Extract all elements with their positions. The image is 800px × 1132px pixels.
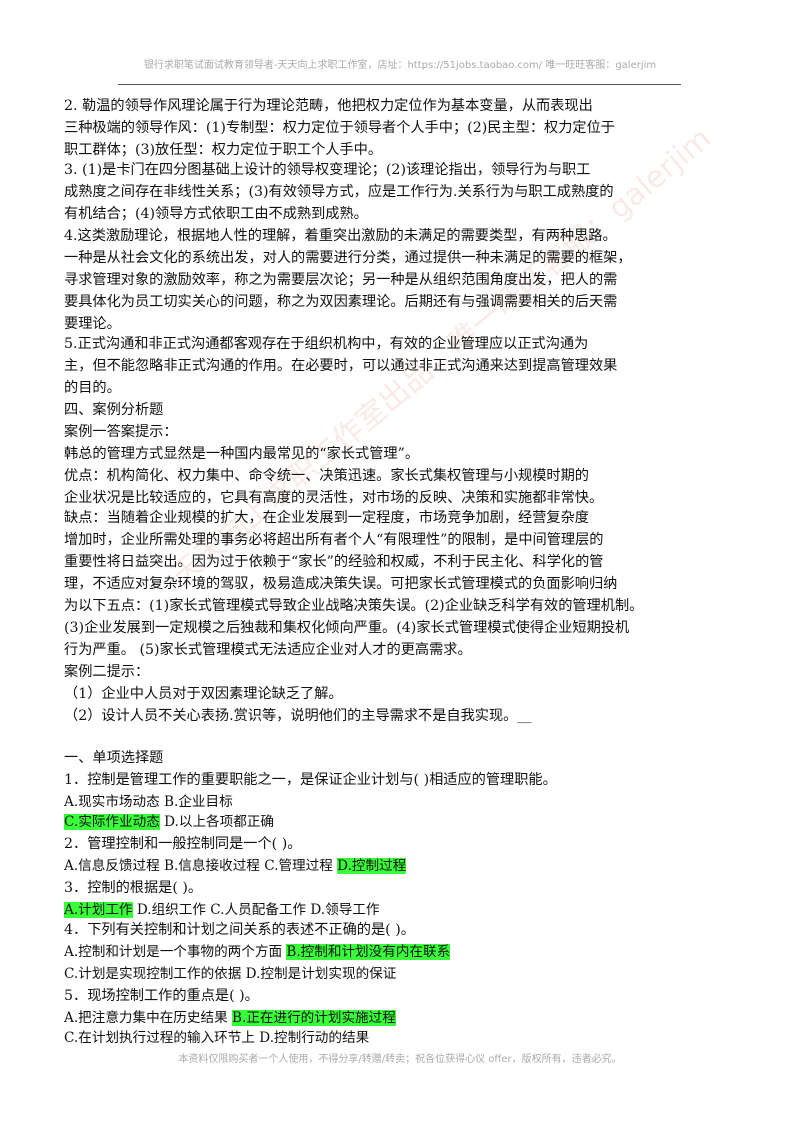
option-text: D.组织工作 C.人员配备工作 D.领导工作 (132, 902, 380, 918)
question-options: A.现实市场动态 B.企业目标 (64, 794, 233, 810)
case-heading: 案例一答案提示： (64, 424, 178, 440)
option-text: A.把注意力集中在历史结果 (64, 1010, 232, 1026)
text-line: 成熟度之间存在非线性关系；(3)有效领导方式，应是工作行为.关系行为与职工成熟度… (64, 184, 614, 200)
text-line: 为以下五点：(1)家长式管理模式导致企业战略决策失误。(2)企业缺乏科学有效的管… (64, 598, 644, 614)
answer-highlight: D.控制过程 (337, 858, 407, 874)
text-line: (3)企业发展到一定规模之后独裁和集权化倾向严重。(4)家长式管理模式使得企业短… (64, 620, 630, 636)
option-text: A.信息反馈过程 B.信息接收过程 C.管理过程 (64, 858, 338, 874)
question-options: C.在计划执行过程的输入环节上 D.控制行动的结果 (64, 1030, 370, 1046)
question-options: A.信息反馈过程 B.信息接收过程 C.管理过程 D.控制过程 (64, 856, 407, 876)
text-line: 3. (1)是卡门在四分图基础上设计的领导权变理论；(2)该理论指出，领导行为与… (64, 162, 591, 178)
text-line: 韩总的管理方式显然是一种国内最常见的“家长式管理”。 (64, 446, 420, 462)
question-stem: 5．现场控制工作的重点是( )。 (64, 988, 259, 1004)
text-line: 企业状况是比较适应的，它具有高度的灵活性，对市场的反映、决策和实施都非常快。 (64, 490, 604, 506)
question-options: C.计划是实现控制工作的依据 D.控制是计划实现的保证 (64, 966, 397, 982)
text-line: 职工群体；(3)放任型：权力定位于职工个人手中。 (64, 142, 383, 158)
text-line: 一种是从社会文化的系统出发，对人的需要进行分类，通过提供一种未满足的需要的框架， (64, 250, 632, 266)
text-line: 重要性将日益突出。因为过于依赖于“家长”的经验和权威，不利于民主化、科学化的管 (64, 554, 604, 570)
text-line: 有机结合；(4)领导方式依职工由不成熟到成熟。 (64, 206, 368, 222)
answer-highlight: C.实际作业动态 (64, 814, 160, 830)
answer-highlight: B.正在进行的计划实施过程 (232, 1010, 396, 1026)
text-line: 主，但不能忽略非正式沟通的作用。在必要时，可以通过非正式沟通来达到提高管理效果 (64, 358, 618, 374)
case-heading: 案例二提示： (64, 664, 150, 680)
text-line: 行为严重。 (5)家长式管理模式无法适应企业对人才的更高需求。 (64, 642, 472, 658)
option-text: D.以上各项都正确 (159, 814, 275, 830)
option-text: A.控制和计划是一个事物的两个方面 (64, 944, 287, 960)
text-line: （2）设计人员不关心表扬.赏识等，说明他们的主导需求不是自我实现。__ (64, 708, 532, 724)
header-divider (118, 84, 681, 85)
text-line: 缺点：当随着企业规模的扩大，在企业发展到一定程度，市场竞争加剧，经营复杂度 (64, 510, 589, 526)
text-line: 2. 勒温的领导作风理论属于行为理论范畴，他把权力定位作为基本变量，从而表现出 (64, 98, 593, 114)
question-stem: 3．控制的根据是( )。 (64, 880, 203, 896)
page-footer: 本资料仅限购买者一个人使用，不得分享/转赠/转卖；祝各位获得心仪 offer，版… (178, 1054, 622, 1065)
text-line: 增加时，企业所需处理的事务必将超出所有者个人“有限理性”的限制，是中间管理层的 (64, 532, 604, 548)
text-line: 要具体化为员工切实关心的问题，称之为双因素理论。后期还有与强调需要相关的后天需 (64, 294, 618, 310)
answer-highlight: A.计划工作 (64, 902, 133, 918)
question-stem: 1．控制是管理工作的重要职能之一，是保证企业计划与( )相适应的管理职能。 (64, 772, 557, 788)
text-line: 理，不适应对复杂环境的驾驭，极易造成决策失误。可把家长式管理模式的负面影响归纳 (64, 576, 618, 592)
text-line: 三种极端的领导作风：(1)专制型：权力定位于领导者个人手中；(2)民主型：权力定… (64, 120, 615, 136)
text-line: 优点：机构简化、权力集中、命令统一、决策迅速。家长式集权管理与小规模时期的 (64, 468, 589, 484)
question-options: A.计划工作 D.组织工作 C.人员配备工作 D.领导工作 (64, 900, 380, 920)
text-line: （1）企业中人员对于双因素理论缺乏了解。 (64, 686, 343, 702)
question-stem: 2．管理控制和一般控制同是一个( )。 (64, 836, 302, 852)
text-line: 的目的。 (64, 380, 121, 396)
question-options: A.控制和计划是一个事物的两个方面 B.控制和计划没有内在联系 (64, 942, 451, 962)
text-line: 寻求管理对象的激励效率，称之为需要层次论；另一种是从组织范围角度出发，把人的需 (64, 272, 618, 288)
text-line: 4.这类激励理论，根据地人性的理解，着重突出激励的未满足的需要类型，有两种思路。 (64, 228, 617, 244)
question-options: A.把注意力集中在历史结果 B.正在进行的计划实施过程 (64, 1008, 396, 1028)
section-heading: 一、单项选择题 (64, 750, 164, 766)
section-heading: 四、案例分析题 (64, 402, 164, 418)
answer-highlight: B.控制和计划没有内在联系 (286, 944, 451, 960)
question-stem: 4．下列有关控制和计划之间关系的表述不正确的是( )。 (64, 922, 415, 938)
page-header: 银行求职笔试面试教育领导者-天天向上求职工作室，店址：https://51job… (143, 60, 657, 71)
text-line: 要理论。 (64, 316, 121, 332)
question-options: C.实际作业动态 D.以上各项都正确 (64, 812, 274, 832)
text-line: 5.正式沟通和非正式沟通都客观存在于组织机构中，有效的企业管理应以正式沟通为 (64, 336, 589, 352)
